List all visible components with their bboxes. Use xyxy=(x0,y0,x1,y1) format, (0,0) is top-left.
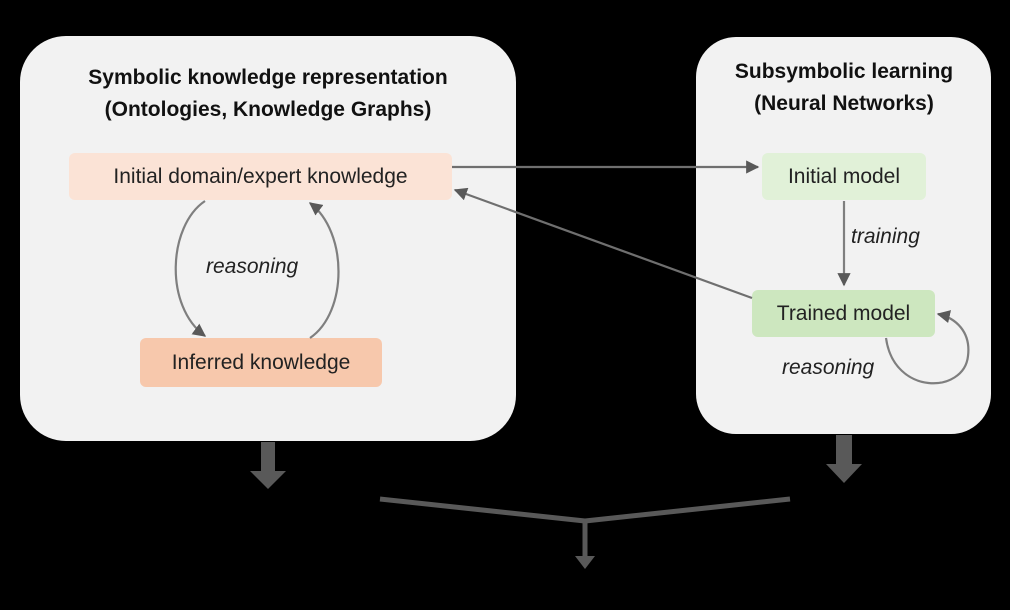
reasoning-arrow-down xyxy=(174,200,207,337)
symbolic-output-arrow-head xyxy=(250,471,286,489)
reasoning-label-symbolic: reasoning xyxy=(206,255,299,278)
symbolic-output-arrow-shaft xyxy=(261,442,275,472)
reasoning-arrow-up xyxy=(308,202,340,339)
symbolic-panel-title: Symbolic knowledge representation (Ontol… xyxy=(40,62,496,126)
subsymbolic-title-line2: (Neural Networks) xyxy=(754,92,934,115)
trained-model-node: Trained model xyxy=(752,290,935,337)
merge-line-left xyxy=(379,496,586,524)
subsymbolic-output-arrow-shaft xyxy=(836,435,852,465)
reasoning-label-subsymbolic: reasoning xyxy=(782,356,875,379)
inferred-knowledge-node: Inferred knowledge xyxy=(140,338,382,387)
reasoning-self-loop xyxy=(884,310,970,385)
trained-model-to-knowledge-arrow xyxy=(453,187,753,300)
subsymbolic-panel-title: Subsymbolic learning (Neural Networks) xyxy=(706,56,982,120)
subsymbolic-output-arrow-head xyxy=(826,464,862,483)
initial-knowledge-node: Initial domain/expert knowledge xyxy=(69,153,452,200)
merge-arrow-head xyxy=(575,556,595,569)
merge-line-right xyxy=(584,496,791,524)
symbolic-title-line1: Symbolic knowledge representation xyxy=(88,66,448,89)
initial-model-node: Initial model xyxy=(762,153,926,200)
symbolic-title-line2: (Ontologies, Knowledge Graphs) xyxy=(104,98,432,121)
subsymbolic-title-line1: Subsymbolic learning xyxy=(734,60,954,83)
training-label: training xyxy=(851,225,920,248)
